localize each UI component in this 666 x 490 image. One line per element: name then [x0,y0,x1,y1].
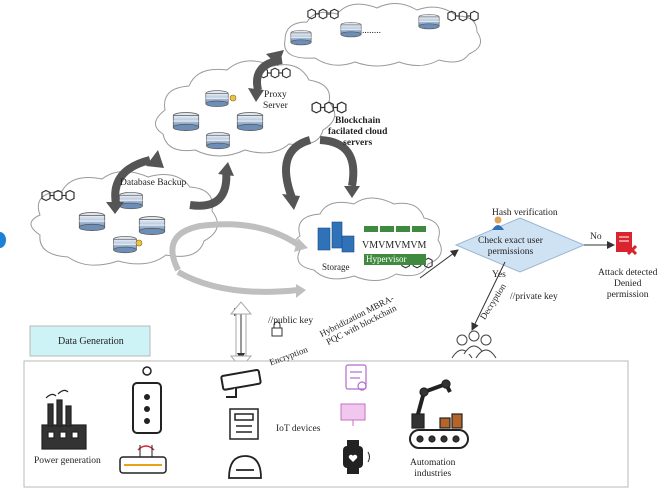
smart-meter-icon [132,366,162,434]
iot-monitor-icon [340,403,366,426]
no-label: No [590,232,602,242]
hypervisor-label: Hypervisor [366,254,407,264]
cctv-camera-icon [220,368,262,398]
dots-label: ........ [362,26,381,36]
top-right-cloud [284,3,482,67]
power-generation-label: Power generation [34,456,101,466]
user-icon [492,216,504,230]
energy-meter-icon [229,408,259,440]
lock-icon [271,321,283,337]
yes-label: Yes [492,270,506,280]
data-generation-tab [29,325,151,357]
smartwatch-icon [343,440,370,474]
central-loop-arrows [169,221,302,295]
hypervisor-bar [364,254,426,265]
proxy-server-label: Proxy Server [263,90,288,111]
data-generation-panel [23,360,629,488]
public-key-label: //public key [268,316,314,326]
storage-label: Storage [322,262,350,272]
vm-blocks [364,226,426,232]
iot-checklist-icon [345,364,367,391]
check-permissions-label: Check exact user permissions [478,236,543,257]
storage-servers [317,221,355,253]
private-key-label: //private key [510,292,558,302]
attack-alert-icon [616,232,638,256]
iot-devices-label: IoT devices [276,424,321,434]
hash-verification-label: Hash verification [492,208,558,218]
attack-detected-label: Attack detected Denied permission [598,268,658,300]
database-backup-cloud [30,171,218,266]
robot-device-icon [228,455,262,479]
power-plant-icon [41,389,87,450]
data-generation-label: Data Generation [58,336,124,347]
db-key-badges [135,94,237,247]
blockchain-cloud-label: Blockchain facilated cloud servers [328,116,388,148]
cloud-sync-arrowheads [106,50,360,214]
decision-diamond [454,217,586,273]
users-group-icon [451,330,497,359]
automation-label: Automation industries [410,458,456,479]
edge-accent [0,232,6,248]
database-backup-label: Database Backup [120,178,187,188]
robotic-arm-icon [409,379,469,449]
cloud-sync-arrows [111,56,358,210]
proxy-server-cloud [155,60,336,157]
vm-label: VMVMVMVM [362,240,427,251]
router-icon [119,445,167,474]
